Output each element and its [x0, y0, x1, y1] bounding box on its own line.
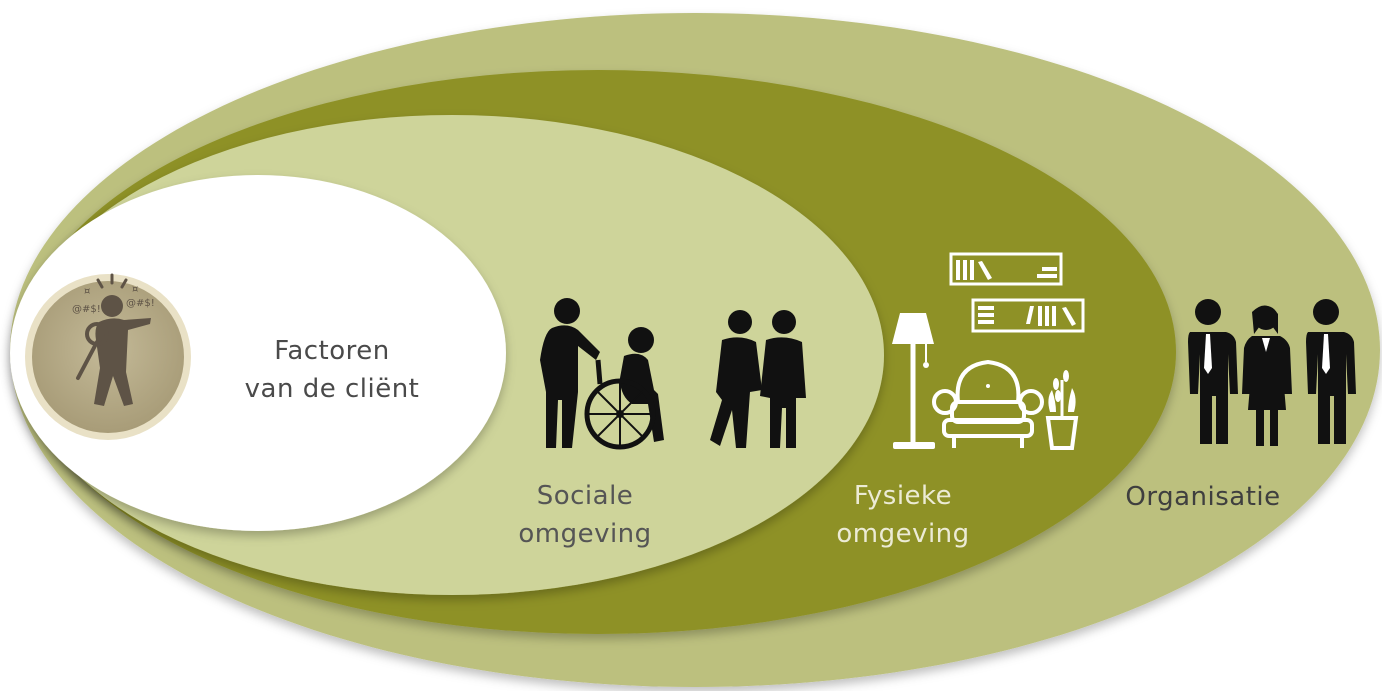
- client-factors-layer: [10, 175, 506, 531]
- svg-text:@#$!: @#$!: [72, 304, 101, 315]
- businesswoman: [1242, 305, 1292, 446]
- svg-text:¤: ¤: [84, 286, 90, 297]
- client-factors-label: Factoren van de cliënt: [222, 332, 442, 408]
- caregiver-pushing-wheelchair-icon: [540, 298, 664, 450]
- svg-text:@#$!: @#$!: [126, 298, 155, 309]
- business-people-icon: [1188, 299, 1356, 446]
- businessman-left: [1188, 299, 1238, 444]
- organisation-label: Organisatie: [1108, 478, 1298, 516]
- businessman-right: [1306, 299, 1356, 444]
- social-environment-line2: omgeving: [518, 519, 652, 549]
- physical-environment-line1: Fysieke: [853, 481, 953, 511]
- client-factors-line2: van de cliënt: [244, 374, 420, 404]
- two-people-supporting-icon: [710, 310, 806, 448]
- floor-lamp-icon: [892, 313, 935, 449]
- client-factors-line1: Factoren: [274, 336, 390, 366]
- bookshelf-icon: [949, 252, 1085, 333]
- client-badge: @#$! @#$! ¤ ¤: [25, 273, 191, 440]
- svg-text:¤: ¤: [132, 284, 138, 295]
- social-environment-line1: Sociale: [536, 481, 634, 511]
- potted-plant-icon: [1045, 370, 1079, 450]
- armchair-icon: [932, 359, 1044, 448]
- agitated-person-icon: @#$! @#$! ¤ ¤: [72, 273, 155, 406]
- social-environment-label: Sociale omgeving: [500, 477, 670, 553]
- physical-environment-label: Fysieke omgeving: [818, 477, 988, 553]
- organisation-label-text: Organisatie: [1125, 482, 1281, 512]
- physical-environment-line2: omgeving: [836, 519, 970, 549]
